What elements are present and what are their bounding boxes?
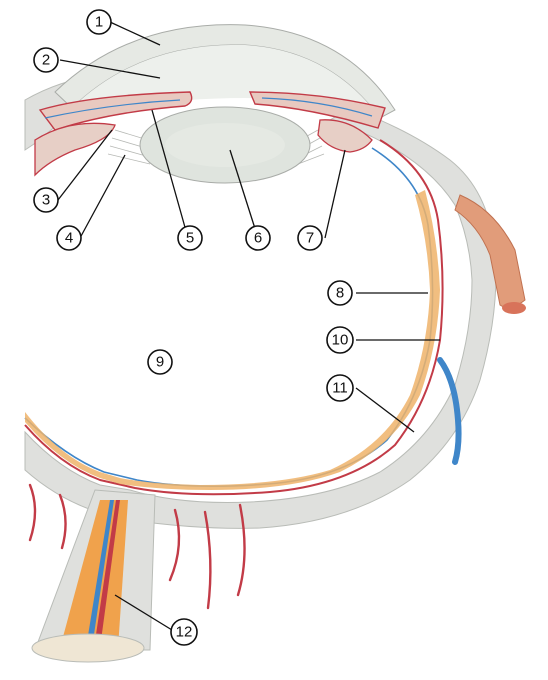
svg-text:6: 6 xyxy=(254,230,262,247)
callout-1: 1 xyxy=(86,9,112,35)
svg-text:5: 5 xyxy=(186,230,194,247)
optic-nerve xyxy=(31,489,156,663)
svg-text:3: 3 xyxy=(42,192,50,209)
svg-text:1: 1 xyxy=(95,14,103,31)
callout-5: 5 xyxy=(177,225,203,251)
retina xyxy=(25,190,440,490)
callout-7: 7 xyxy=(297,225,323,251)
callout-8: 8 xyxy=(327,280,353,306)
svg-text:12: 12 xyxy=(176,624,193,641)
leader-lines xyxy=(57,21,440,631)
callout-10: 10 xyxy=(326,326,354,354)
callout-2: 2 xyxy=(33,47,59,73)
callout-3: 3 xyxy=(33,187,59,213)
callout-6: 6 xyxy=(245,225,271,251)
callout-9: 9 xyxy=(147,349,173,375)
svg-text:2: 2 xyxy=(42,52,50,69)
callout-11: 11 xyxy=(326,374,354,402)
svg-text:10: 10 xyxy=(332,332,349,349)
svg-text:9: 9 xyxy=(156,354,164,371)
vortex-vein xyxy=(437,357,462,465)
posterior-ciliary-arteries xyxy=(28,483,246,610)
svg-text:4: 4 xyxy=(65,230,73,247)
ciliary-body xyxy=(34,119,373,177)
extraocular-muscle xyxy=(454,194,526,314)
svg-text:7: 7 xyxy=(306,230,314,247)
callout-12: 12 xyxy=(170,618,198,646)
iris xyxy=(38,91,386,131)
svg-text:8: 8 xyxy=(336,285,344,302)
svg-text:11: 11 xyxy=(332,380,348,397)
callout-4: 4 xyxy=(56,225,82,251)
